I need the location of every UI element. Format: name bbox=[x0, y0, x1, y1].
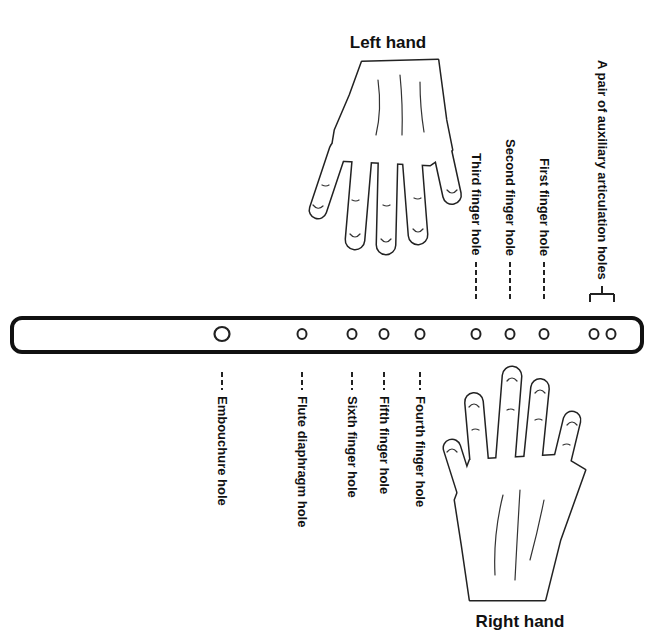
hole-label: Fifth finger hole bbox=[376, 396, 392, 494]
right-hand bbox=[447, 376, 585, 600]
hole-label: Third finger hole bbox=[468, 153, 484, 256]
hand-label: Right hand bbox=[476, 611, 565, 632]
flute-body bbox=[12, 318, 642, 352]
left-hand bbox=[313, 60, 457, 245]
hole-label: Fourth finger hole bbox=[412, 396, 428, 507]
finger-holes bbox=[298, 329, 616, 339]
hole-label: Embouchure hole bbox=[214, 396, 230, 506]
embouchure-hole bbox=[215, 327, 230, 341]
leader-dashes bbox=[222, 262, 544, 390]
hole-label: Sixth finger hole bbox=[344, 396, 360, 498]
hole-label: A pair of auxiliary articulation holes bbox=[594, 60, 610, 280]
hole-label: Flute diaphragm hole bbox=[294, 396, 310, 527]
hole-label: First finger hole bbox=[536, 158, 552, 256]
hole-label: Second finger hole bbox=[502, 139, 518, 256]
bracket bbox=[590, 286, 614, 302]
hand-label: Left hand bbox=[350, 32, 427, 53]
